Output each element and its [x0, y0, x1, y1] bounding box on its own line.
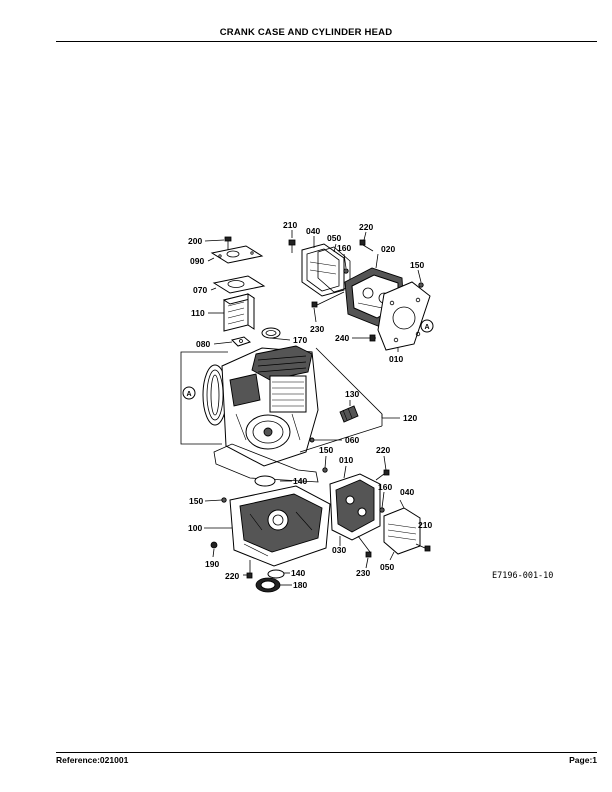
- callout-180: 180: [293, 580, 307, 590]
- callout-160-upper: 160: [337, 243, 351, 253]
- pin-150-lower: [322, 467, 328, 473]
- header-rule: [56, 41, 597, 42]
- callout-160-lower: 160: [378, 482, 392, 492]
- callout-230-upper: 230: [310, 324, 324, 334]
- callout-220-right: 220: [376, 445, 390, 455]
- callout-110: 110: [191, 308, 205, 318]
- pin-160-upper: [343, 268, 349, 274]
- pin-150-upper: [418, 282, 424, 288]
- bracket-right: [315, 347, 383, 418]
- callout-210-lower: 210: [418, 520, 432, 530]
- callout-050-upper: 050: [327, 233, 341, 243]
- oil-seal-180: [255, 577, 281, 593]
- page-title: CRANK CASE AND CYLINDER HEAD: [219, 27, 393, 38]
- callout-040-upper: 040: [306, 226, 320, 236]
- marker-a-right: A: [420, 319, 434, 333]
- pin-160-lower: [379, 507, 385, 513]
- callout-150-mid: 150: [319, 445, 333, 455]
- head-cover-040-lower: [383, 507, 421, 555]
- plug-190: [210, 541, 218, 549]
- filter-110: [222, 293, 256, 332]
- page-number: Page:1: [569, 755, 597, 765]
- callout-060: 060: [345, 435, 359, 445]
- cylinder-head-030: [329, 473, 381, 541]
- bolt-230-lower: [357, 535, 372, 558]
- callout-040-lower: 040: [400, 487, 414, 497]
- clip-080: [231, 336, 252, 347]
- head-cover-040-upper: [301, 243, 345, 297]
- callout-010-lower: 010: [339, 455, 353, 465]
- bracket-left: [180, 351, 228, 445]
- callout-050-lower: 050: [380, 562, 394, 572]
- bolt-210-lower: [415, 543, 431, 552]
- leader-lines: [204, 230, 422, 586]
- marker-a-left-label: A: [186, 391, 191, 398]
- callout-210-upper: 210: [283, 220, 297, 230]
- callout-080: 080: [196, 339, 210, 349]
- bolt-230-upper: [311, 291, 345, 308]
- gasket-090: [210, 245, 264, 264]
- bracket-bottom: [299, 425, 383, 453]
- figure-code: E7196-001-10: [492, 571, 553, 581]
- bolt-210-upper: [288, 239, 296, 253]
- callout-130: 130: [345, 389, 359, 399]
- callout-190: 190: [205, 559, 219, 569]
- callout-170: 170: [293, 335, 307, 345]
- callout-070: 070: [193, 285, 207, 295]
- callout-150-left: 150: [189, 496, 203, 506]
- callout-030: 030: [332, 545, 346, 555]
- callout-220-lower: 220: [225, 571, 239, 581]
- callout-090: 090: [190, 256, 204, 266]
- pin-150-left: [221, 497, 227, 503]
- callout-140-lower: 140: [291, 568, 305, 578]
- seal-140-upper: [254, 475, 276, 487]
- callout-020: 020: [381, 244, 395, 254]
- callout-200: 200: [188, 236, 202, 246]
- bolt-220-lower: [246, 560, 253, 579]
- callout-100: 100: [188, 523, 202, 533]
- callout-120: 120: [403, 413, 417, 423]
- callout-010-upper: 010: [389, 354, 403, 364]
- callout-150-upper: 150: [410, 260, 424, 270]
- bolt-220-upper: [359, 239, 374, 252]
- callout-240: 240: [335, 333, 349, 343]
- spring-130: [339, 405, 359, 423]
- crank-case-block: [221, 345, 319, 467]
- oil-base-100: [229, 485, 331, 567]
- seal-140-lower: [267, 569, 285, 579]
- ring-170: [261, 327, 281, 339]
- reference-label: Reference:021001: [56, 755, 129, 765]
- marker-a-right-label: A: [424, 324, 429, 331]
- callout-220-upper: 220: [359, 222, 373, 232]
- callout-140-upper: 140: [293, 476, 307, 486]
- plate-070: [212, 275, 266, 294]
- head-gasket-a-upper: [377, 281, 431, 351]
- bolt-220-right: [375, 469, 390, 481]
- stud-240: [362, 334, 376, 342]
- callout-230-lower: 230: [356, 568, 370, 578]
- marker-a-left: A: [182, 386, 196, 400]
- footer-rule: [56, 752, 597, 753]
